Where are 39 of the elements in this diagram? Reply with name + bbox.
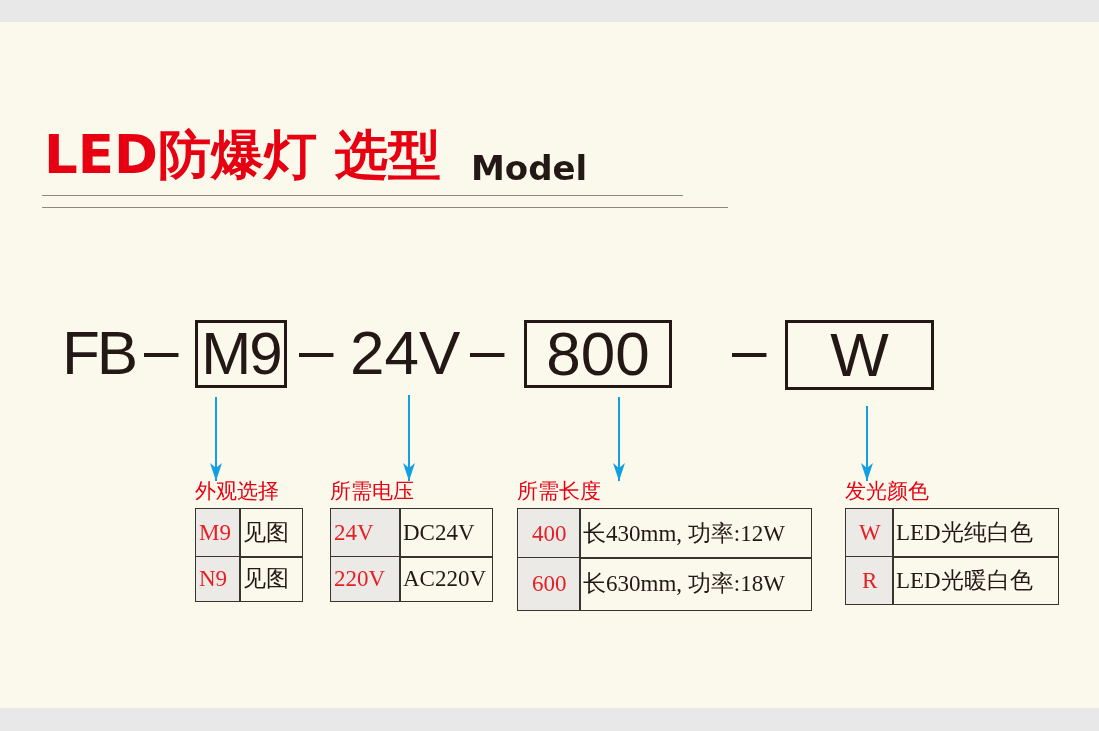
arrow [861, 405, 873, 482]
code-separator: – [470, 319, 505, 381]
table-cell: R [845, 556, 894, 605]
arrow [403, 394, 415, 482]
arrow [210, 396, 222, 482]
table-cell: 24V [330, 508, 401, 558]
code-text: 24V [350, 322, 461, 384]
code-separator: – [299, 319, 334, 381]
table-cell: 长430mm, 功率:12W [579, 508, 812, 559]
code-box: W [785, 320, 934, 390]
arrow [613, 396, 625, 482]
table-cell: M9 [195, 508, 241, 558]
table-cell: LED光暖白色 [892, 556, 1059, 605]
title: LED防爆灯 选型 [44, 128, 442, 181]
table-cell: LED光纯白色 [892, 508, 1059, 558]
table-cell: 400 [517, 508, 581, 559]
table-cell: W [845, 508, 894, 558]
option-table [517, 481, 812, 611]
code-box: 800 [524, 320, 672, 388]
option-table [845, 481, 1059, 605]
table-cell: N9 [195, 556, 241, 602]
table-heading: 发光颜色 [845, 481, 929, 502]
option-table [195, 481, 303, 602]
code-separator: – [144, 319, 179, 381]
table-cell: 600 [517, 557, 581, 611]
code-prefix: FB [62, 322, 136, 384]
subtitle: Model [471, 151, 588, 185]
table-cell: 见图 [239, 508, 303, 558]
table-heading: 所需长度 [517, 481, 601, 502]
table-heading: 所需电压 [330, 481, 414, 502]
table-cell: DC24V [399, 508, 493, 558]
option-table [330, 481, 493, 602]
code-box: M9 [195, 320, 287, 388]
table-cell: 长630mm, 功率:18W [579, 557, 812, 611]
code-separator: – [732, 319, 767, 381]
table-cell: AC220V [399, 556, 493, 602]
table-cell: 见图 [239, 556, 303, 602]
table-cell: 220V [330, 556, 401, 602]
table-heading: 外观选择 [195, 481, 279, 502]
